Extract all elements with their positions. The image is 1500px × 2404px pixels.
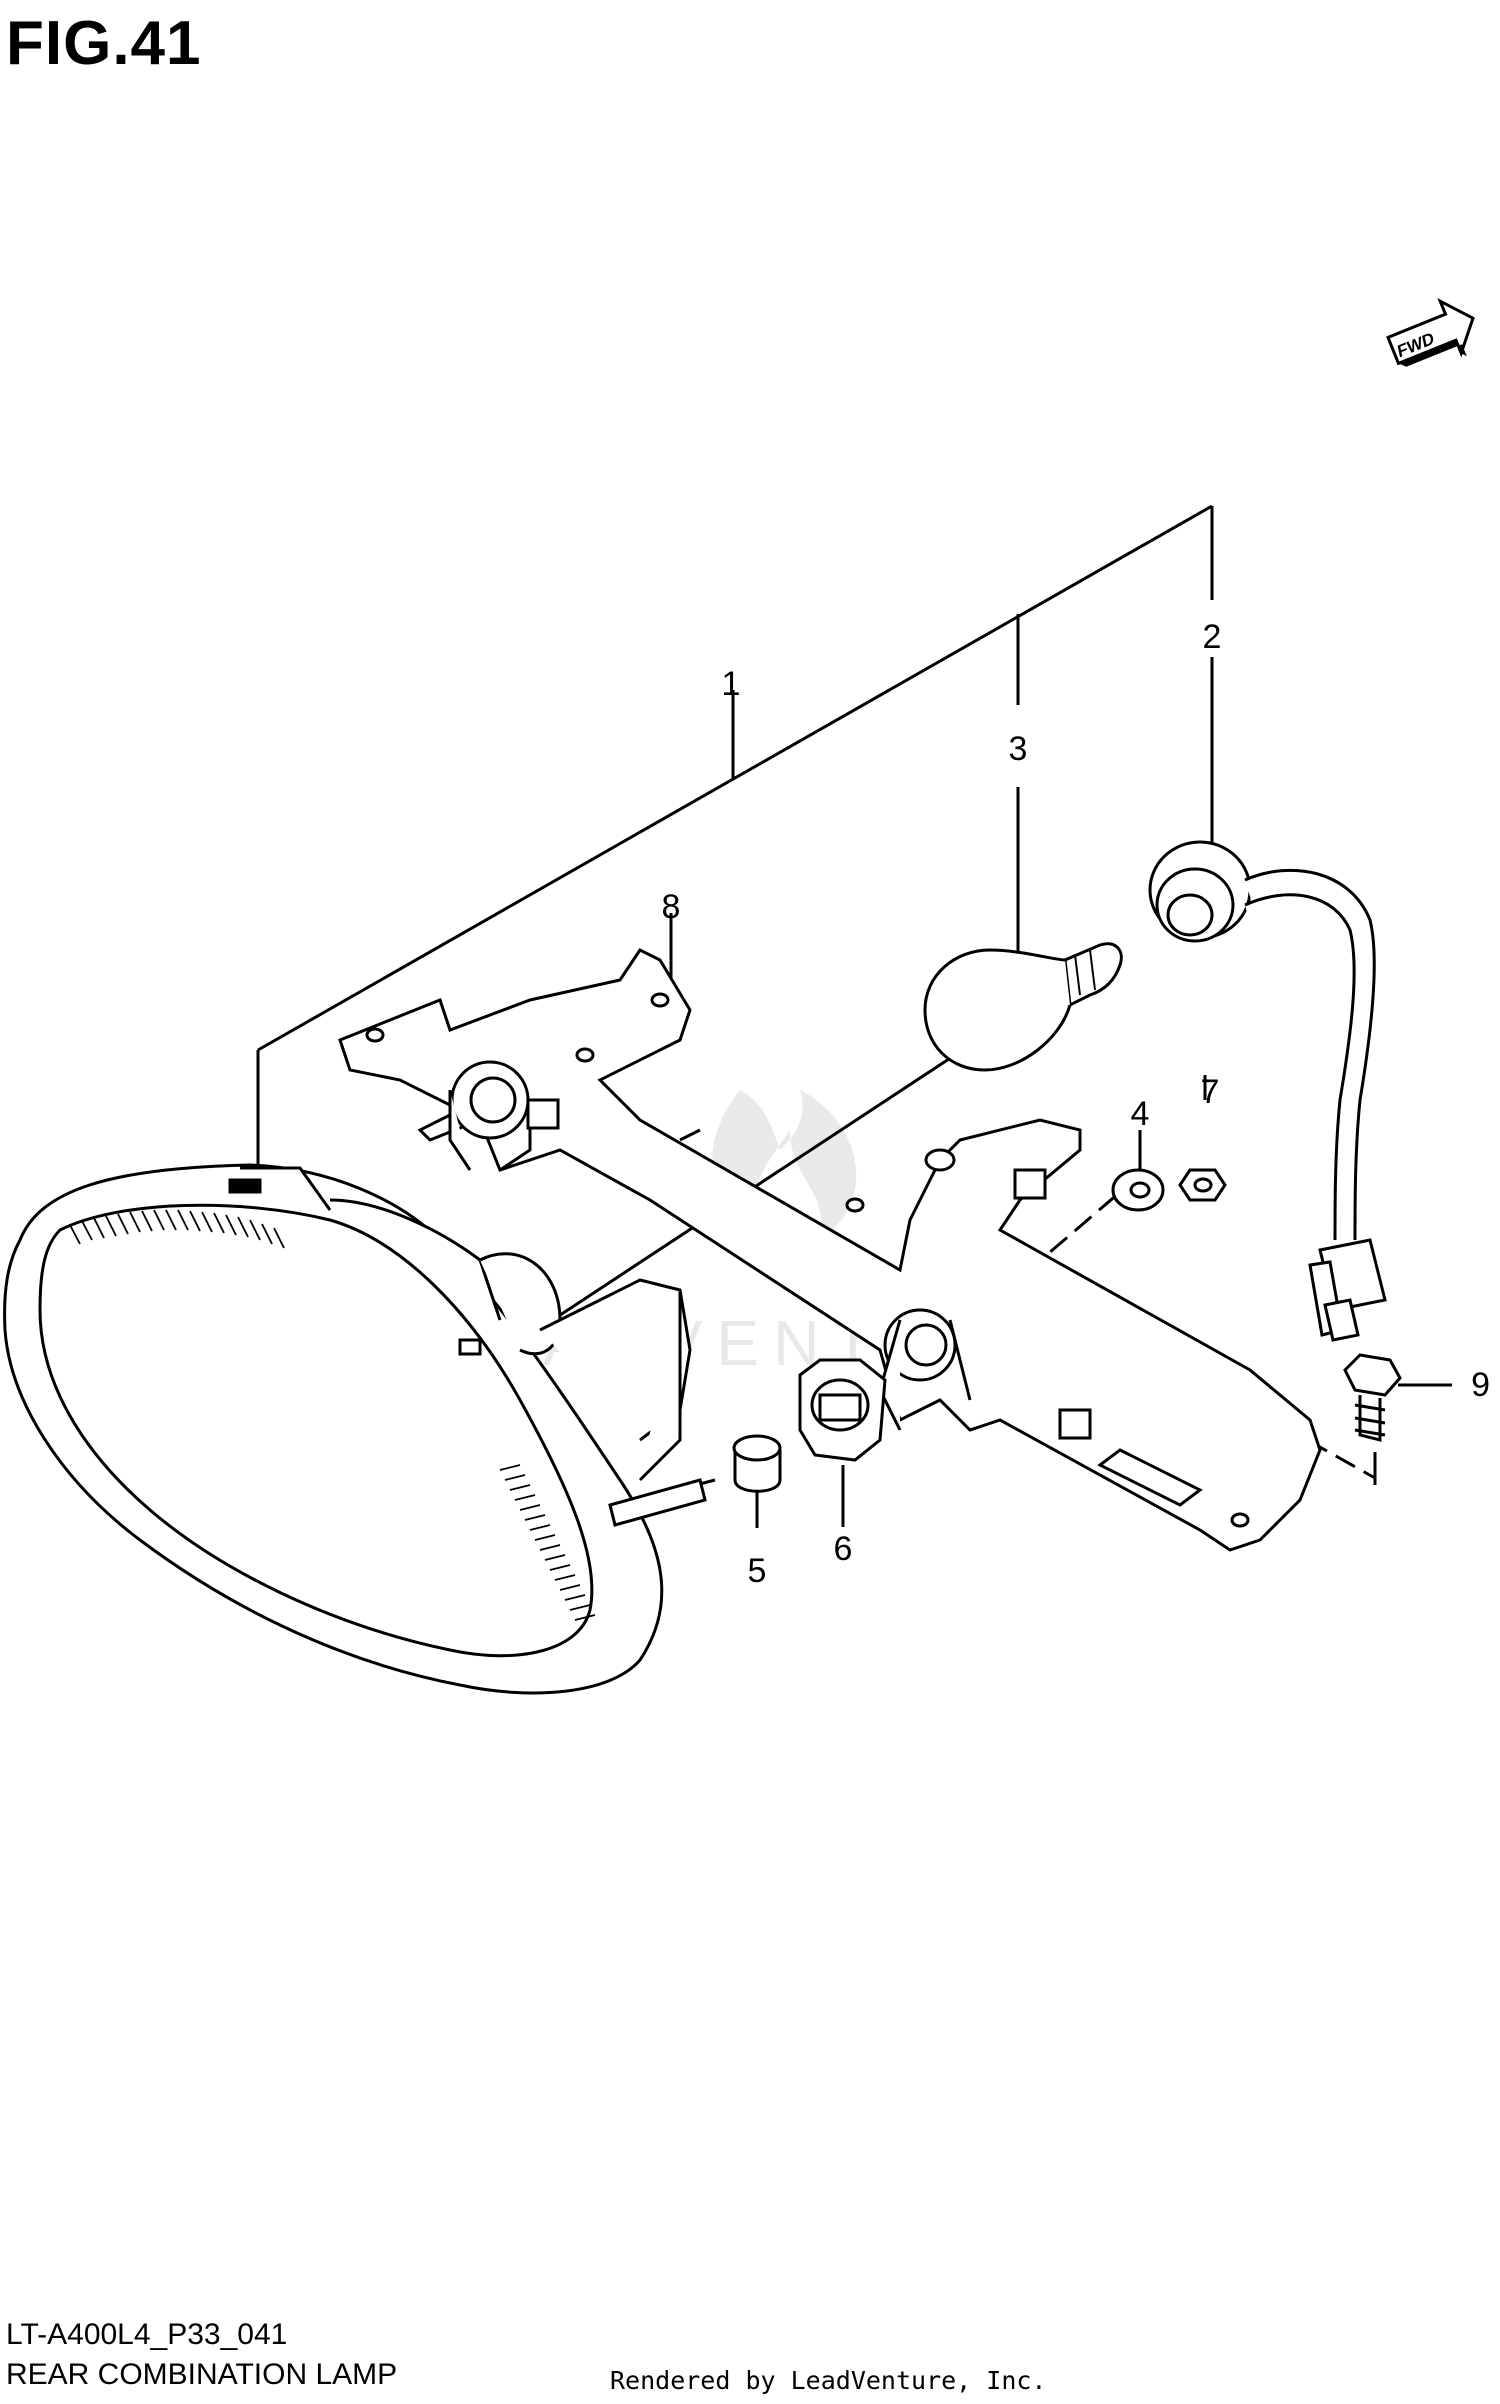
callout-7: 7 [1201,1073,1220,1111]
callout-6: 6 [834,1530,853,1568]
diagram-name: REAR COMBINATION LAMP [6,2358,398,2391]
callout-1: 1 [722,665,741,703]
callout-8: 8 [662,888,681,926]
callout-9: 9 [1471,1366,1490,1404]
socket-harness [1148,840,1387,1342]
callout-labels: 1 2 3 4 5 6 7 8 9 [662,618,1490,1590]
callout-2: 2 [1203,618,1222,656]
mounting-bracket [338,948,1322,1552]
nut [1178,1168,1227,1202]
washer [1111,1168,1165,1212]
bolt [1343,1353,1402,1442]
render-credit: Rendered by LeadVenture, Inc. [610,2366,1047,2395]
fwd-arrow-icon: FWD [1386,298,1475,367]
bulb [923,942,1123,1072]
callout-3: 3 [1009,730,1028,768]
diagram-code: LT-A400L4_P33_041 [6,2318,288,2351]
collar [732,1434,782,1493]
figure-title: FIG.41 [6,9,202,78]
callout-4: 4 [1131,1095,1150,1133]
callout-5: 5 [748,1552,767,1590]
rear-combination-lamp [3,1163,707,1695]
grommet [798,1358,887,1462]
